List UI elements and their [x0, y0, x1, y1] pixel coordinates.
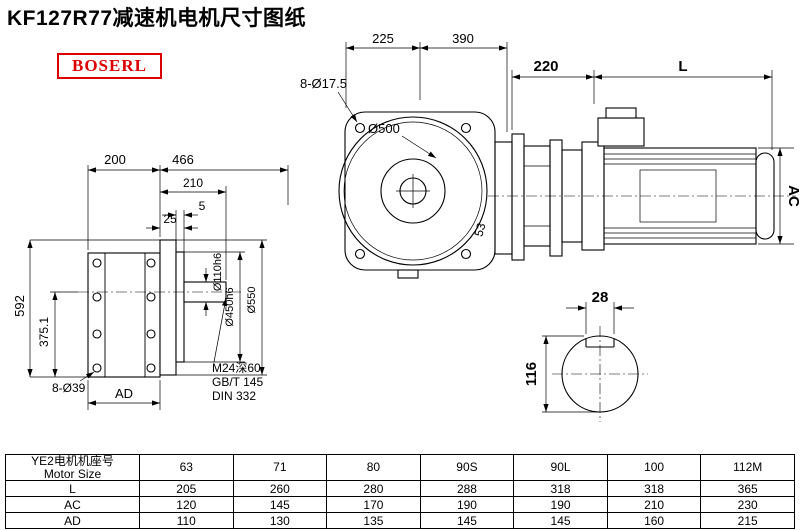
- side-view: [78, 239, 244, 378]
- size-column-header: 90L: [513, 453, 608, 482]
- label-d500: Ø500: [368, 121, 400, 136]
- dim-AC: AC: [785, 185, 800, 207]
- front-view: Ø500 8-Ø17.5 53: [300, 76, 496, 279]
- brand-badge: BOSERL: [57, 53, 162, 79]
- dim-390: 390: [452, 31, 474, 46]
- table-cell: 110: [139, 512, 234, 530]
- dim-d110h6: Ø110h6: [212, 253, 224, 291]
- table-cell: 120: [139, 496, 234, 514]
- label-8-d39: 8-Ø39: [52, 381, 86, 395]
- header-label-cn: YE2电机机座号: [31, 454, 114, 468]
- table-cell: 288: [419, 480, 515, 498]
- dim-116: 116: [523, 362, 540, 386]
- dim-L: L: [678, 58, 687, 75]
- table-cell: 130: [232, 512, 328, 530]
- table-cell: 280: [326, 480, 421, 498]
- table-cell: 160: [606, 512, 702, 530]
- motor-view: [488, 107, 796, 261]
- label-8-d17-5: 8-Ø17.5: [300, 76, 347, 91]
- motor-size-table: YE2电机机座号 Motor Size 63 71 80 90S 90L 100…: [5, 453, 795, 530]
- dim-28: 28: [592, 289, 609, 306]
- dim-220: 220: [533, 58, 558, 75]
- row-label: L: [5, 480, 140, 498]
- table-row-l: L 205 260 280 288 318 318 365: [5, 480, 795, 498]
- header-label-en: Motor Size: [43, 466, 102, 481]
- page-title: KF127R77减速机电机尺寸图纸: [7, 7, 307, 30]
- size-column-header: 90S: [419, 453, 515, 482]
- size-column-header: 100: [606, 453, 702, 482]
- table-cell: 170: [326, 496, 421, 514]
- table-row-ad: AD 110 130 135 145 145 160 215: [5, 512, 795, 530]
- motor-view-dims: 220 L AC: [511, 58, 800, 245]
- table-cell: 215: [700, 512, 795, 530]
- table-header-row: YE2电机机座号 Motor Size 63 71 80 90S 90L 100…: [5, 453, 795, 482]
- table-cell: 318: [513, 480, 608, 498]
- table-cell: 260: [232, 480, 328, 498]
- dim-200: 200: [104, 152, 126, 167]
- size-column-header: 71: [232, 453, 328, 482]
- dim-225: 225: [372, 31, 394, 46]
- table-row-ac: AC 120 145 170 190 190 210 230: [5, 496, 795, 514]
- table-cell: 318: [606, 480, 702, 498]
- dim-25: 25: [163, 212, 177, 226]
- dim-AD: AD: [115, 386, 133, 401]
- table-cell: 230: [700, 496, 795, 514]
- motor-size-header: YE2电机机座号 Motor Size: [5, 453, 140, 482]
- dim-d450h6: Ø450h6: [224, 287, 236, 326]
- note-m24: M24深60: [212, 361, 261, 375]
- dim-d550: Ø550: [246, 287, 258, 314]
- size-column-header: 112M: [700, 453, 795, 482]
- table-cell: 190: [513, 496, 608, 514]
- dim-53: 53: [472, 221, 489, 238]
- front-view-dims: 225 390: [345, 31, 508, 132]
- table-cell: 190: [419, 496, 515, 514]
- dim-210: 210: [183, 176, 203, 190]
- technical-drawing: Ø500 8-Ø17.5 53 225 390: [12, 31, 800, 422]
- table-cell: 145: [419, 512, 515, 530]
- side-view-dims: 200 466 210 5 25 592 375.1 8-Ø39: [12, 152, 289, 410]
- table-cell: 135: [326, 512, 421, 530]
- note-gbt145: GB/T 145: [212, 375, 263, 389]
- row-label: AC: [5, 496, 140, 514]
- note-din332: DIN 332: [212, 389, 256, 403]
- size-column-header: 63: [139, 453, 234, 482]
- table-cell: 205: [139, 480, 234, 498]
- table-cell: 145: [232, 496, 328, 514]
- table-cell: 210: [606, 496, 702, 514]
- dim-375-1: 375.1: [37, 317, 51, 347]
- dim-592: 592: [12, 295, 27, 317]
- table-cell: 365: [700, 480, 795, 498]
- row-label: AD: [5, 512, 140, 530]
- size-column-header: 80: [326, 453, 421, 482]
- table-cell: 145: [513, 512, 608, 530]
- shaft-section: 28 116: [523, 289, 648, 422]
- dim-466: 466: [172, 152, 194, 167]
- dim-5: 5: [199, 199, 206, 213]
